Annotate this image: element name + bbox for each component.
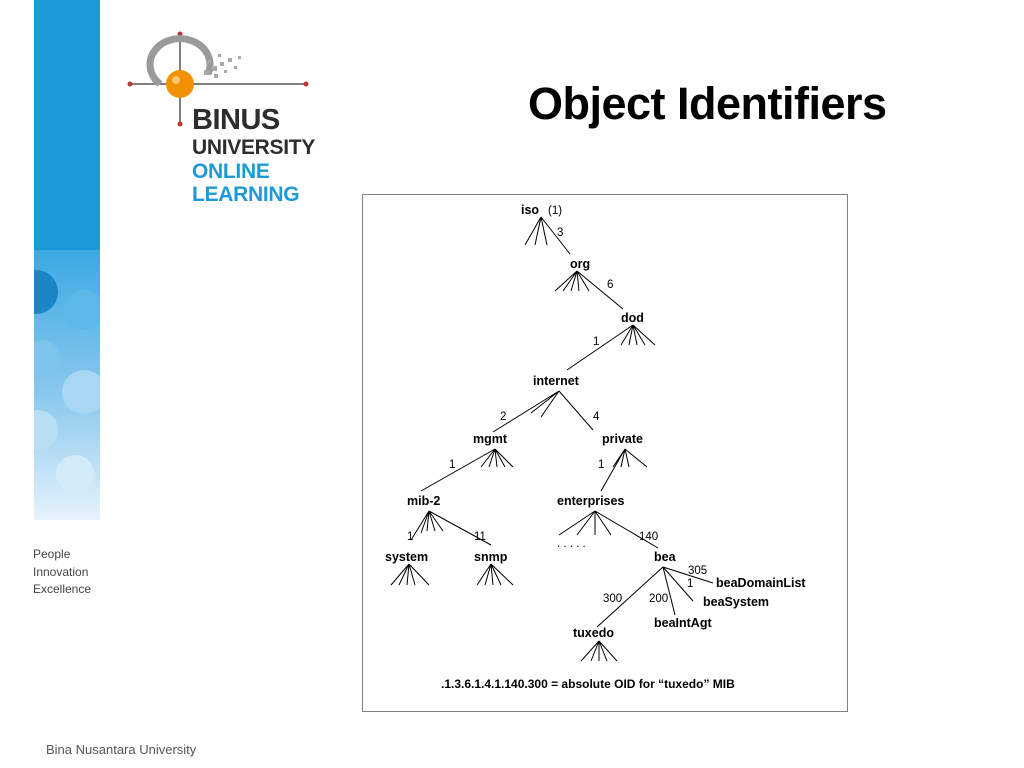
node-beaDomainList: beaDomainList [716,576,806,590]
slide-title: Object Identifiers [528,78,887,129]
edge-enterprises-bea [558,510,659,549]
edge-number-1-mgmt: 1 [449,459,455,471]
stripe-blob [64,290,100,330]
node-org: org [570,257,590,271]
edge-number-1-private: 1 [598,459,604,471]
oid-tree-diagram: iso (1) org dod internet mgmt private mi… [385,203,806,691]
stripe-blob [34,410,58,450]
oid-caption: .1.3.6.1.4.1.140.300 = absolute OID for … [441,677,735,691]
tagline-innovation: Innovation [33,564,89,579]
system-fan [390,563,430,586]
edge-number-1-mib2: 1 [407,531,413,543]
snmp-fan [476,563,514,586]
tree-edges [390,216,714,662]
stripe-pattern [34,250,100,520]
edge-number-4: 4 [593,411,600,423]
edge-number-1-dod: 1 [593,336,599,348]
edge-private-enterprises [600,448,648,492]
edge-dod-internet [566,324,656,371]
node-mgmt: mgmt [473,432,508,446]
node-mib2: mib-2 [407,494,440,508]
edge-number-300: 300 [603,593,622,605]
edge-number-1-bea: 1 [687,578,693,590]
stripe-blob [34,270,58,314]
node-system: system [385,550,428,564]
edge-org-dod [554,270,624,310]
edge-internet-children [492,390,594,433]
edge-mib2-children [410,510,492,546]
node-snmp: snmp [474,550,508,564]
node-bea: bea [654,550,677,564]
edge-number-6: 6 [607,279,613,291]
tagline-people: People [33,547,71,561]
stripe-blob [62,370,100,414]
node-tuxedo: tuxedo [573,626,614,640]
edge-number-200: 200 [649,593,668,605]
node-beaIntAgt: beaIntAgt [654,616,712,630]
edge-bea-children [596,566,714,628]
edge-number-140: 140 [639,531,658,543]
edge-number-2: 2 [500,411,506,423]
tuxedo-fan [580,640,618,662]
node-dod: dod [621,311,644,325]
logo-learning: LEARNING [192,183,300,206]
edge-mgmt-mib2 [420,448,514,492]
stripe-blob [34,340,60,376]
logo-wordmark: BINUS UNIVERSITY ONLINE LEARNING [192,104,316,206]
stripe-blob [56,455,94,493]
logo-binus: BINUS [192,104,280,136]
tagline-excellence: Excellence [33,582,92,596]
edge-number-305: 305 [688,565,707,577]
side-stripe [34,0,100,520]
enterprises-ellipsis: . . . . . [557,538,586,550]
node-beaSystem: beaSystem [703,595,769,609]
node-iso: iso [521,203,539,217]
binus-logo-graphic [127,31,309,127]
tagline: People Innovation Excellence [33,546,91,599]
logo-university: UNIVERSITY [192,136,316,159]
node-internet: internet [533,374,580,388]
edge-number-11: 11 [474,531,486,543]
node-iso-number: (1) [548,205,562,217]
edge-iso-org [524,216,571,255]
oid-tree-figure: iso (1) org dod internet mgmt private mi… [362,194,848,712]
logo-online: ONLINE [192,160,270,183]
node-enterprises: enterprises [557,494,624,508]
node-private: private [602,432,643,446]
stripe-solid-block [34,0,100,250]
slide-footer: Bina Nusantara University [46,742,197,757]
edge-number-3: 3 [557,227,563,239]
